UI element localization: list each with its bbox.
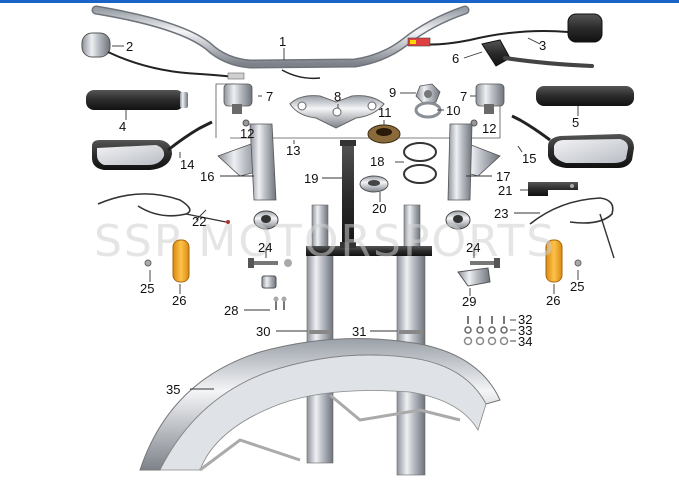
callout-6: 6 bbox=[452, 51, 459, 66]
bolt-right bbox=[470, 258, 500, 268]
nut-left bbox=[144, 259, 152, 267]
brake-cable bbox=[529, 197, 615, 259]
right-grip bbox=[536, 86, 634, 106]
assembly-bracket-lines bbox=[215, 83, 501, 139]
clamp-bolt-right bbox=[470, 119, 478, 127]
callout-9: 9 bbox=[389, 85, 396, 100]
right-fork-cover bbox=[447, 123, 501, 201]
callout-34: 34 bbox=[518, 334, 532, 349]
callout-26-left: 26 bbox=[172, 293, 186, 308]
steering-stem bbox=[340, 140, 356, 252]
callout-26-right: 26 bbox=[546, 293, 560, 308]
callout-17: 17 bbox=[496, 169, 510, 184]
callout-15: 15 bbox=[522, 151, 536, 166]
steering-nut bbox=[415, 83, 441, 105]
callout-29: 29 bbox=[462, 294, 476, 309]
callout-1: 1 bbox=[279, 34, 286, 49]
callout-14: 14 bbox=[180, 157, 194, 172]
bar-clamp-left bbox=[223, 83, 253, 114]
callout-35: 35 bbox=[166, 382, 180, 397]
callout-10: 10 bbox=[446, 103, 460, 118]
turn-signal-left bbox=[172, 239, 190, 283]
left-mirror bbox=[92, 120, 213, 170]
screws bbox=[273, 296, 287, 310]
callout-25-right: 25 bbox=[570, 279, 584, 294]
callout-24-right: 24 bbox=[466, 240, 480, 255]
turn-signal-right bbox=[545, 239, 563, 283]
callout-16: 16 bbox=[200, 169, 214, 184]
cable-clamp bbox=[261, 275, 277, 289]
watermark: SSP MOTORSPORTS bbox=[94, 216, 556, 267]
callout-30: 30 bbox=[256, 324, 270, 339]
callout-32: 32 bbox=[518, 312, 532, 327]
callout-18: 18 bbox=[370, 154, 384, 169]
callout-8: 8 bbox=[334, 89, 341, 104]
callout-23: 23 bbox=[494, 206, 508, 221]
callout-2: 2 bbox=[126, 39, 133, 54]
callout-5: 5 bbox=[572, 115, 579, 130]
bearing-race bbox=[367, 124, 401, 144]
bolt-left bbox=[248, 258, 292, 268]
leader-lines bbox=[112, 37, 579, 390]
left-fork-cover bbox=[217, 123, 277, 201]
hardware-bolts bbox=[467, 316, 505, 324]
callout-25-left: 25 bbox=[140, 281, 154, 296]
right-switch bbox=[407, 13, 603, 47]
left-switch bbox=[81, 32, 245, 80]
callout-11: 11 bbox=[378, 105, 392, 120]
lever-bracket bbox=[481, 39, 594, 68]
bearing-rings bbox=[403, 142, 437, 184]
callout-28: 28 bbox=[224, 303, 238, 318]
callout-12-right: 12 bbox=[482, 121, 496, 136]
callout-21: 21 bbox=[498, 183, 512, 198]
callout-22: 22 bbox=[192, 214, 206, 229]
handlebar bbox=[91, 5, 470, 69]
right-mirror bbox=[511, 114, 634, 168]
hardware-flat-washers bbox=[463, 336, 509, 346]
clamp-bolt-left bbox=[242, 119, 250, 127]
nut-right bbox=[574, 259, 582, 267]
front-fender bbox=[139, 338, 501, 472]
callout-7-right: 7 bbox=[460, 89, 467, 104]
lower-triple-clamp bbox=[306, 242, 432, 256]
bracket bbox=[528, 182, 578, 196]
callout-31: 31 bbox=[352, 324, 366, 339]
callout-20: 20 bbox=[372, 201, 386, 216]
throttle-cable bbox=[97, 193, 230, 224]
callout-4: 4 bbox=[119, 119, 126, 134]
callout-12-left: 12 bbox=[240, 126, 254, 141]
callout-24-left: 24 bbox=[258, 240, 272, 255]
callout-3: 3 bbox=[539, 38, 546, 53]
top-bar bbox=[0, 0, 679, 3]
callout-19: 19 bbox=[304, 171, 318, 186]
callout-labels: 1 2 3 4 5 6 7 7 8 9 10 11 12 12 13 14 15… bbox=[119, 34, 584, 397]
wire bbox=[281, 69, 321, 80]
left-grip bbox=[86, 90, 188, 110]
cable-guide bbox=[457, 267, 491, 287]
bar-clamp-right bbox=[475, 83, 505, 114]
hardware-spring-washers bbox=[464, 326, 508, 334]
washer bbox=[414, 101, 442, 119]
callout-7-left: 7 bbox=[266, 89, 273, 104]
callout-13: 13 bbox=[286, 143, 300, 158]
dust-seal bbox=[359, 175, 389, 193]
callout-33: 33 bbox=[518, 323, 532, 338]
top-bridge bbox=[289, 95, 385, 129]
